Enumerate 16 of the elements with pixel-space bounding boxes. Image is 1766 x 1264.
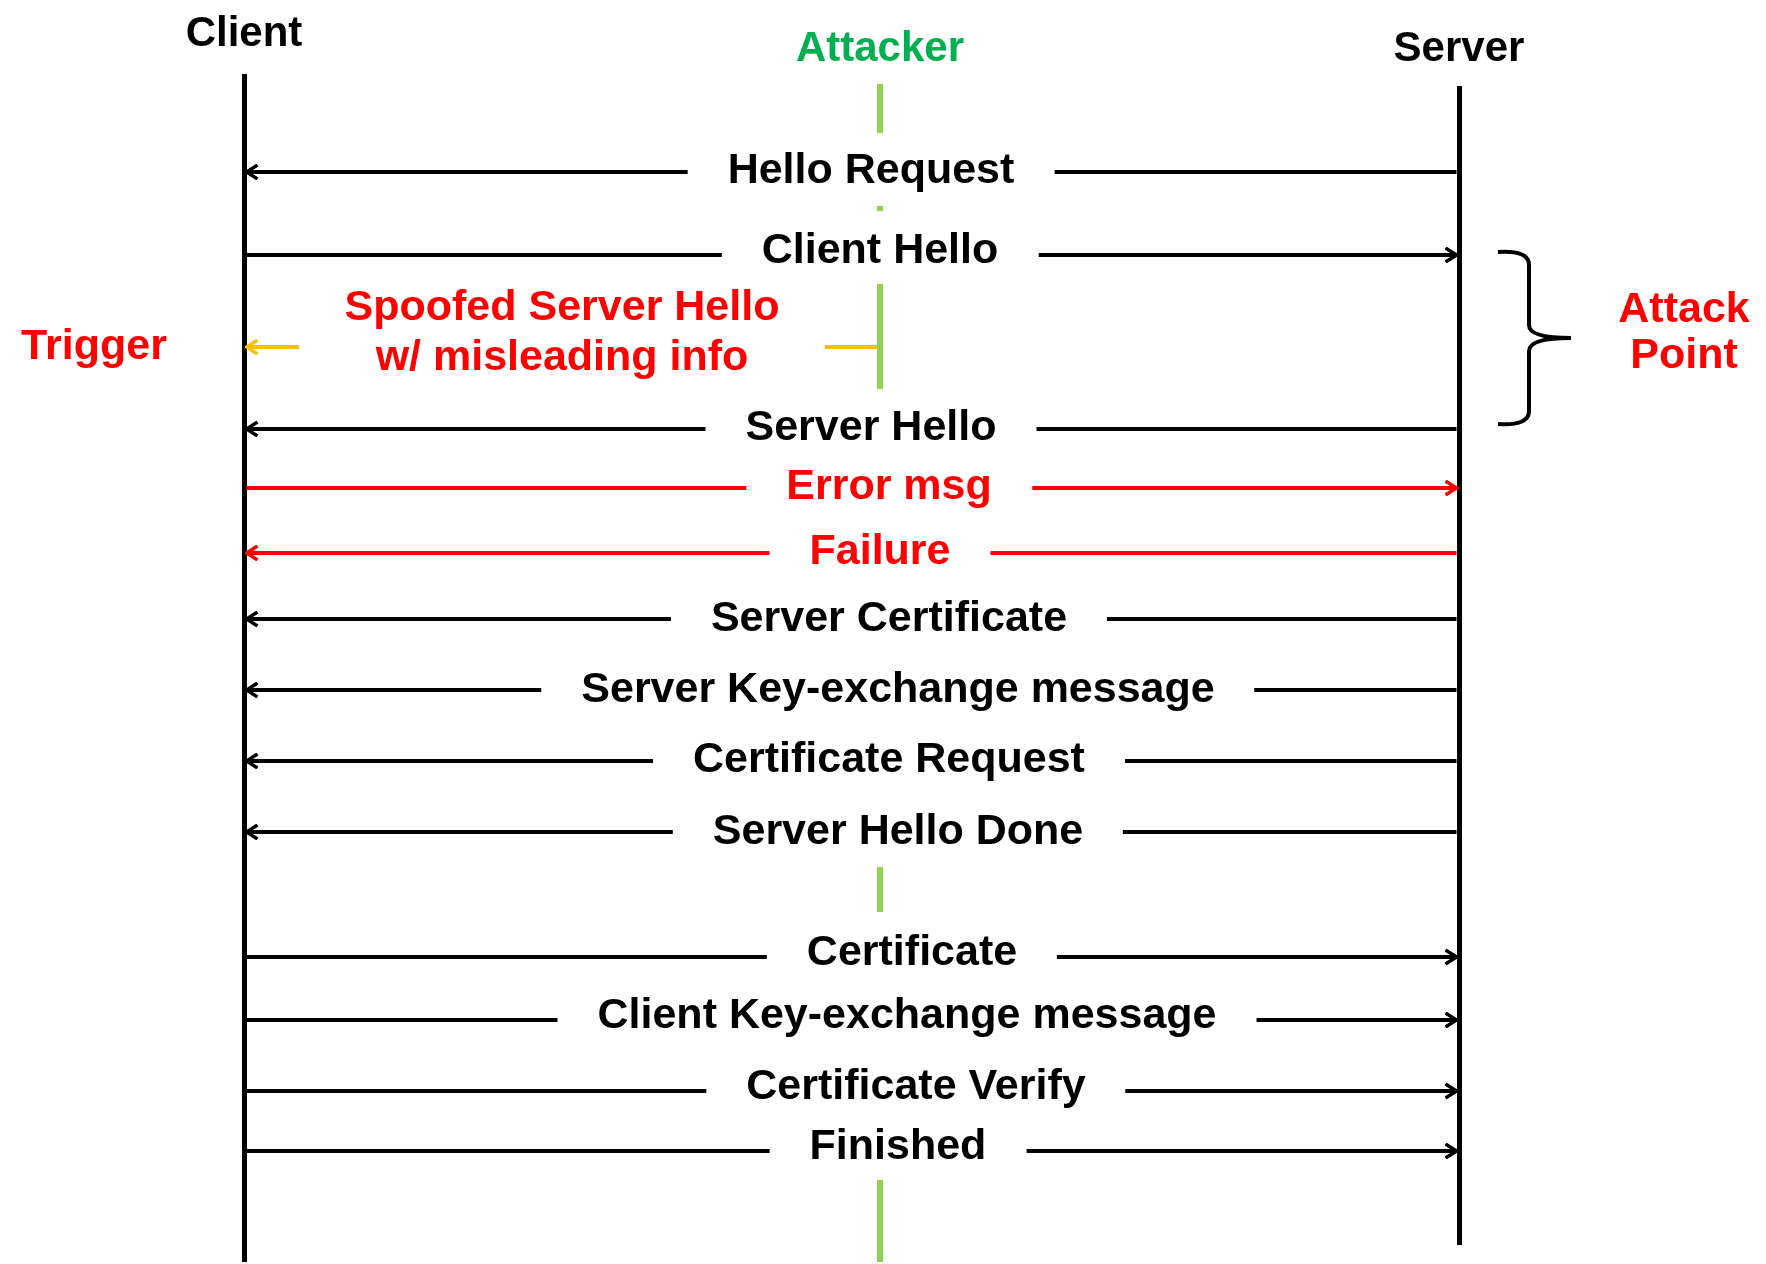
participant-label: Server	[1392, 23, 1526, 71]
message-arrow	[246, 1082, 1459, 1100]
message-arrow	[244, 163, 1457, 181]
message-arrow	[246, 246, 1459, 264]
message-arrow	[244, 420, 1457, 438]
message-arrow	[246, 1142, 1459, 1160]
message-arrow	[244, 610, 1457, 628]
annotation-label: Attack Point	[1617, 284, 1751, 376]
message-arrow	[244, 544, 1457, 562]
annotation-label: Trigger	[20, 321, 168, 367]
message-arrow	[244, 752, 1457, 770]
message-arrow	[244, 823, 1457, 841]
participant-label: Client	[184, 8, 304, 56]
message-arrow	[246, 479, 1459, 497]
message-arrow	[246, 948, 1459, 966]
participant-label: Attacker	[794, 23, 966, 71]
